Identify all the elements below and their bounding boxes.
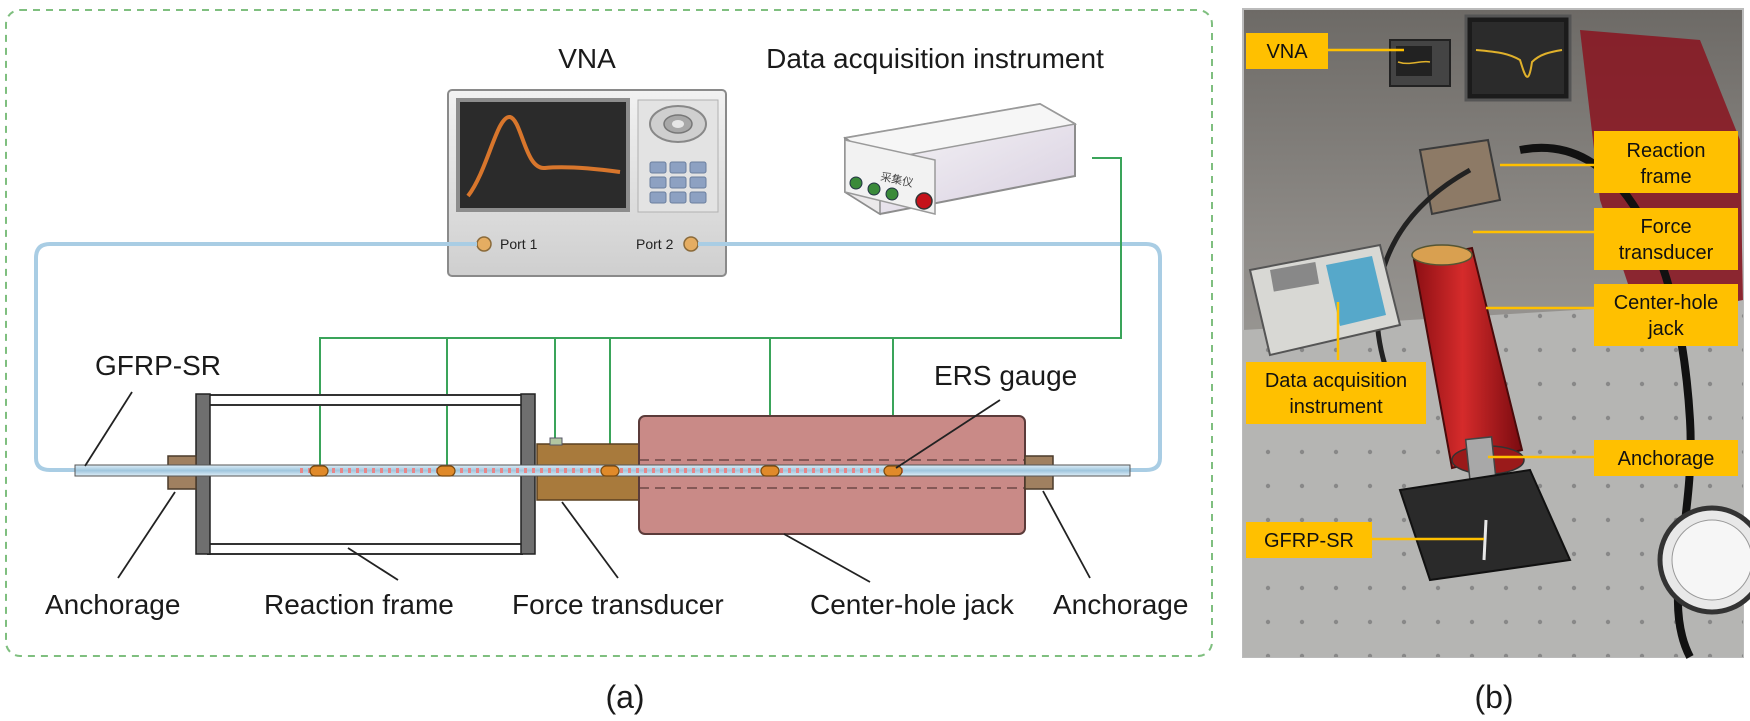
svg-text:Anchorage: Anchorage xyxy=(1618,448,1715,470)
daq-device: 采集仪 xyxy=(842,102,1078,216)
vna-device: Port 1 Port 2 xyxy=(447,89,727,277)
port2-connector-icon xyxy=(683,236,699,252)
caption-a: (a) xyxy=(605,679,644,715)
label-gfrp-sr: GFRP-SR xyxy=(95,350,221,381)
vna-screen-curve xyxy=(466,115,621,198)
photo-label-center-hole-jack: Center-hole jack xyxy=(1594,284,1738,346)
label-anchorage-left: Anchorage xyxy=(45,589,180,620)
svg-text:GFRP-SR: GFRP-SR xyxy=(1264,530,1354,552)
caption-b: (b) xyxy=(1474,679,1513,715)
svg-text:jack: jack xyxy=(1647,318,1685,340)
photo-label-force-transducer: Force transducer xyxy=(1594,208,1738,270)
ers-gauges xyxy=(309,465,903,477)
panel-a-border xyxy=(5,9,1213,657)
port2-label: Port 2 xyxy=(636,236,674,252)
photo-label-vna: VNA xyxy=(1246,33,1328,69)
photo-label-daq: Data acquisition instrument xyxy=(1246,362,1426,424)
label-anchorage-right: Anchorage xyxy=(1053,589,1188,620)
svg-text:VNA: VNA xyxy=(1266,41,1308,63)
svg-text:Reaction: Reaction xyxy=(1627,140,1706,162)
vna-cable-port2 xyxy=(698,242,1162,472)
daq-title: Data acquisition instrument xyxy=(766,43,1104,74)
port1-connector-icon xyxy=(476,236,492,252)
svg-text:transducer: transducer xyxy=(1619,242,1714,264)
svg-text:Force: Force xyxy=(1640,216,1691,238)
svg-text:Center-hole: Center-hole xyxy=(1614,292,1719,314)
photo-label-reaction-frame: Reaction frame xyxy=(1594,131,1738,193)
svg-text:instrument: instrument xyxy=(1289,396,1383,418)
vna-cable-port1 xyxy=(34,242,477,472)
svg-text:frame: frame xyxy=(1640,166,1691,188)
label-force-transducer: Force transducer xyxy=(512,589,724,620)
photo-panel xyxy=(1242,8,1750,659)
vna-title: VNA xyxy=(558,43,616,74)
photo-label-anchorage: Anchorage xyxy=(1594,440,1738,476)
vna-keypad-icon xyxy=(649,161,707,204)
leader-lines-a xyxy=(84,391,1091,583)
label-center-hole-jack: Center-hole jack xyxy=(810,589,1015,620)
label-ers-gauge: ERS gauge xyxy=(934,360,1077,391)
photo-label-gfrp-sr: GFRP-SR xyxy=(1246,522,1372,558)
leader-lines-b xyxy=(1328,48,1594,541)
svg-text:Data acquisition: Data acquisition xyxy=(1265,370,1407,392)
port1-label: Port 1 xyxy=(500,236,538,252)
vna-screen xyxy=(456,98,630,212)
label-reaction-frame: Reaction frame xyxy=(264,589,454,620)
